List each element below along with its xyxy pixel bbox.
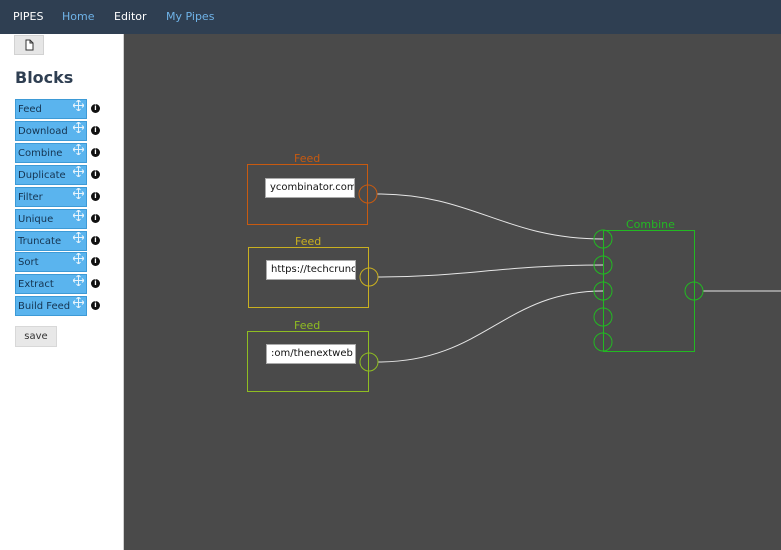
block-label: Unique xyxy=(18,214,54,225)
move-icon[interactable] xyxy=(73,210,84,221)
info-icon[interactable]: i xyxy=(91,301,100,310)
wire-feed3-to-combine[interactable] xyxy=(377,290,604,363)
input-port[interactable] xyxy=(593,255,613,275)
nav-link-home[interactable]: Home xyxy=(62,10,95,23)
block-button-build-feed[interactable]: Build Feed xyxy=(15,296,87,316)
block-button-extract[interactable]: Extract xyxy=(15,274,87,294)
top-navbar: PIPES Home Editor My Pipes xyxy=(0,0,781,34)
info-icon[interactable]: i xyxy=(91,148,100,157)
info-icon[interactable]: i xyxy=(91,236,100,245)
pipe-editor-canvas[interactable]: Feed ycombinator.com Feed https://techcr… xyxy=(124,34,781,550)
block-label: Sort xyxy=(18,257,39,268)
block-item-unique: Unique i xyxy=(15,209,115,229)
block-label: Truncate xyxy=(18,236,62,247)
move-icon[interactable] xyxy=(73,166,84,177)
move-icon[interactable] xyxy=(73,232,84,243)
info-icon[interactable]: i xyxy=(91,170,100,179)
block-item-duplicate: Duplicate i xyxy=(15,165,115,185)
feed-node[interactable]: Feed https://techcrunc xyxy=(248,235,369,308)
nav-link-editor[interactable]: Editor xyxy=(114,10,147,23)
block-label: Download xyxy=(18,126,68,137)
block-item-filter: Filter i xyxy=(15,187,115,207)
block-label: Combine xyxy=(18,148,63,159)
node-title: Feed xyxy=(294,152,321,165)
input-port[interactable] xyxy=(593,332,613,352)
blocks-sidebar: Blocks Feed i Download i Combine i Dupli… xyxy=(0,34,124,550)
block-label: Feed xyxy=(18,104,42,115)
feed-url-input[interactable]: https://techcrunc xyxy=(266,260,356,280)
block-item-combine: Combine i xyxy=(15,143,115,163)
info-icon[interactable]: i xyxy=(91,126,100,135)
feed-node[interactable]: Feed ycombinator.com xyxy=(247,152,368,225)
block-button-duplicate[interactable]: Duplicate xyxy=(15,165,87,185)
new-pipe-button[interactable] xyxy=(14,35,44,55)
block-button-download[interactable]: Download xyxy=(15,121,87,141)
save-button[interactable]: save xyxy=(15,326,57,347)
info-icon[interactable]: i xyxy=(91,257,100,266)
block-label: Filter xyxy=(18,192,43,203)
block-label: Extract xyxy=(18,279,54,290)
block-item-extract: Extract i xyxy=(15,274,115,294)
brand-logo[interactable]: PIPES xyxy=(13,10,44,23)
node-title: Feed xyxy=(295,235,322,248)
feed-url-input[interactable]: ycombinator.com xyxy=(265,178,355,198)
block-item-build-feed: Build Feed i xyxy=(15,296,115,316)
input-port[interactable] xyxy=(593,307,613,327)
node-title: Combine xyxy=(626,218,675,231)
block-button-feed[interactable]: Feed xyxy=(15,99,87,119)
feed-node[interactable]: Feed :om/thenextweb xyxy=(247,319,369,392)
info-icon[interactable]: i xyxy=(91,192,100,201)
wire-layer xyxy=(376,193,781,363)
move-icon[interactable] xyxy=(73,144,84,155)
info-icon[interactable]: i xyxy=(91,279,100,288)
input-port[interactable] xyxy=(593,281,613,301)
output-port[interactable] xyxy=(359,267,379,287)
output-port[interactable] xyxy=(358,184,378,204)
block-item-sort: Sort i xyxy=(15,252,115,272)
block-item-download: Download i xyxy=(15,121,115,141)
info-icon[interactable]: i xyxy=(91,214,100,223)
block-item-feed: Feed i xyxy=(15,99,115,119)
wire-feed1-to-combine[interactable] xyxy=(376,193,604,240)
block-label: Build Feed xyxy=(18,301,71,312)
move-icon[interactable] xyxy=(73,253,84,264)
block-label: Duplicate xyxy=(18,170,66,181)
block-button-unique[interactable]: Unique xyxy=(15,209,87,229)
combine-node[interactable]: Combine xyxy=(603,218,695,352)
block-button-truncate[interactable]: Truncate xyxy=(15,231,87,251)
block-button-sort[interactable]: Sort xyxy=(15,252,87,272)
nav-link-my-pipes[interactable]: My Pipes xyxy=(166,10,215,23)
move-icon[interactable] xyxy=(73,297,84,308)
input-port[interactable] xyxy=(593,229,613,249)
output-port[interactable] xyxy=(684,281,704,301)
blocks-heading: Blocks xyxy=(15,68,74,87)
wire-feed2-to-combine[interactable] xyxy=(377,264,604,278)
move-icon[interactable] xyxy=(73,188,84,199)
output-port[interactable] xyxy=(359,352,379,372)
info-icon[interactable]: i xyxy=(91,104,100,113)
node-title: Feed xyxy=(294,319,321,332)
block-button-combine[interactable]: Combine xyxy=(15,143,87,163)
file-icon xyxy=(25,39,34,51)
block-item-truncate: Truncate i xyxy=(15,231,115,251)
block-button-filter[interactable]: Filter xyxy=(15,187,87,207)
move-icon[interactable] xyxy=(73,122,84,133)
move-icon[interactable] xyxy=(73,275,84,286)
feed-url-input[interactable]: :om/thenextweb xyxy=(266,344,356,364)
move-icon[interactable] xyxy=(73,100,84,111)
